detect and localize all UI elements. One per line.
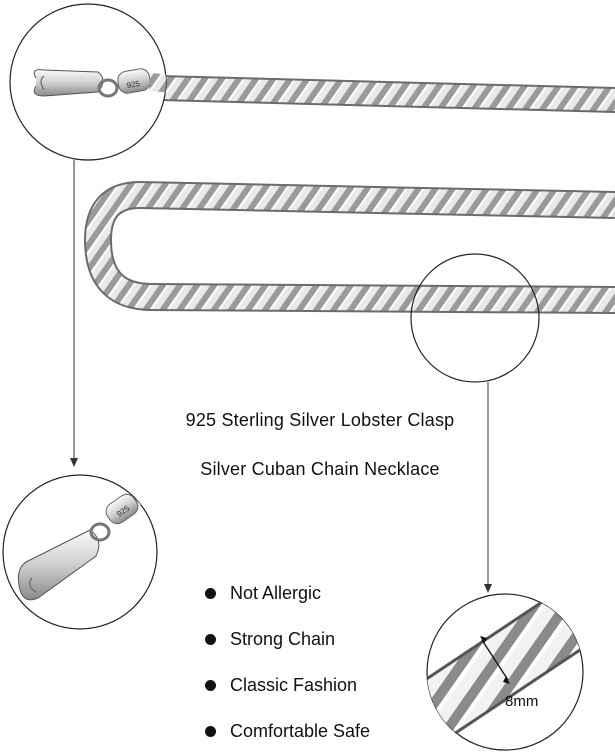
feature-item: Comfortable Safe xyxy=(205,708,370,754)
feature-item: Classic Fashion xyxy=(205,662,370,708)
clasp-stamp: 925 xyxy=(126,79,141,90)
product-title-line1: 925 Sterling Silver Lobster Clasp xyxy=(185,410,455,430)
bullet-icon xyxy=(205,725,216,737)
bullet-icon xyxy=(205,633,216,645)
feature-label: Not Allergic xyxy=(230,582,322,603)
feature-item: Strong Chain xyxy=(205,616,370,662)
chain-width-label: 8mm xyxy=(505,693,539,710)
bullet-icon xyxy=(205,679,216,691)
chain-detail-zoom xyxy=(426,593,584,751)
cuban-chain xyxy=(83,75,615,314)
feature-item: Not Allergic xyxy=(205,570,370,616)
feature-label: Comfortable Safe xyxy=(230,720,371,741)
clasp-zoom-bottom: 925 xyxy=(2,474,158,630)
feature-label: Classic Fashion xyxy=(230,674,358,695)
chain-zoom-circle xyxy=(410,253,540,383)
connector-arrow-left xyxy=(70,160,78,467)
connector-arrow-right xyxy=(484,382,492,593)
product-title-line2: Silver Cuban Chain Necklace xyxy=(200,459,440,479)
bullet-icon xyxy=(205,587,216,599)
feature-list: Not Allergic Strong Chain Classic Fashio… xyxy=(205,570,370,754)
clasp-zoom-top: 925 xyxy=(9,3,167,161)
feature-label: Strong Chain xyxy=(230,628,336,649)
